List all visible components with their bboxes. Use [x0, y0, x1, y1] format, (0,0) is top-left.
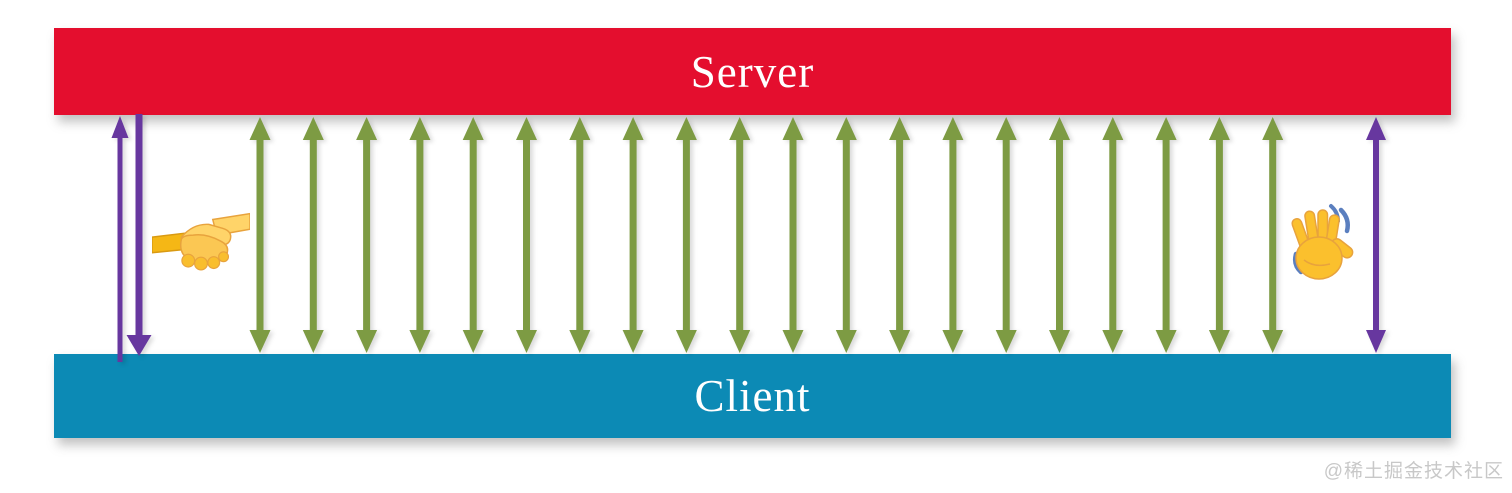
waving-hand-icon	[1291, 204, 1354, 280]
data-frame-arrow	[1049, 117, 1070, 353]
server-bar: Server	[54, 28, 1451, 115]
watermark: @稀土掘金技术社区	[1323, 461, 1504, 482]
data-frame-arrow	[1262, 117, 1284, 353]
client-label: Client	[694, 371, 811, 421]
handshake-request-arrow	[111, 116, 129, 362]
data-frame-arrow	[516, 117, 537, 353]
data-frame-arrow	[1155, 117, 1177, 353]
data-frame-arrow	[1208, 117, 1230, 353]
data-frame-arrow	[622, 117, 644, 353]
data-frame-arrow	[569, 117, 591, 353]
data-frame-arrow	[942, 117, 964, 353]
data-frame-arrow	[835, 117, 857, 353]
data-frame-arrow	[995, 117, 1017, 353]
data-frame-arrow	[675, 117, 697, 353]
data-frame-arrow	[889, 117, 911, 353]
server-label: Server	[690, 46, 815, 97]
data-frame-arrow	[409, 117, 431, 353]
data-frame-arrow	[729, 117, 751, 353]
data-frame-arrow	[356, 117, 378, 353]
data-frame-arrow	[462, 117, 484, 353]
handshake-icon	[152, 212, 250, 271]
client-bar: Client	[54, 354, 1451, 438]
data-frame-arrow	[782, 117, 804, 353]
data-frame-arrow	[249, 117, 271, 353]
data-frame-arrow	[302, 117, 324, 353]
handshake-response-arrow	[126, 114, 152, 356]
close-connection-arrow	[1366, 117, 1386, 353]
data-frame-arrow	[1102, 117, 1124, 353]
